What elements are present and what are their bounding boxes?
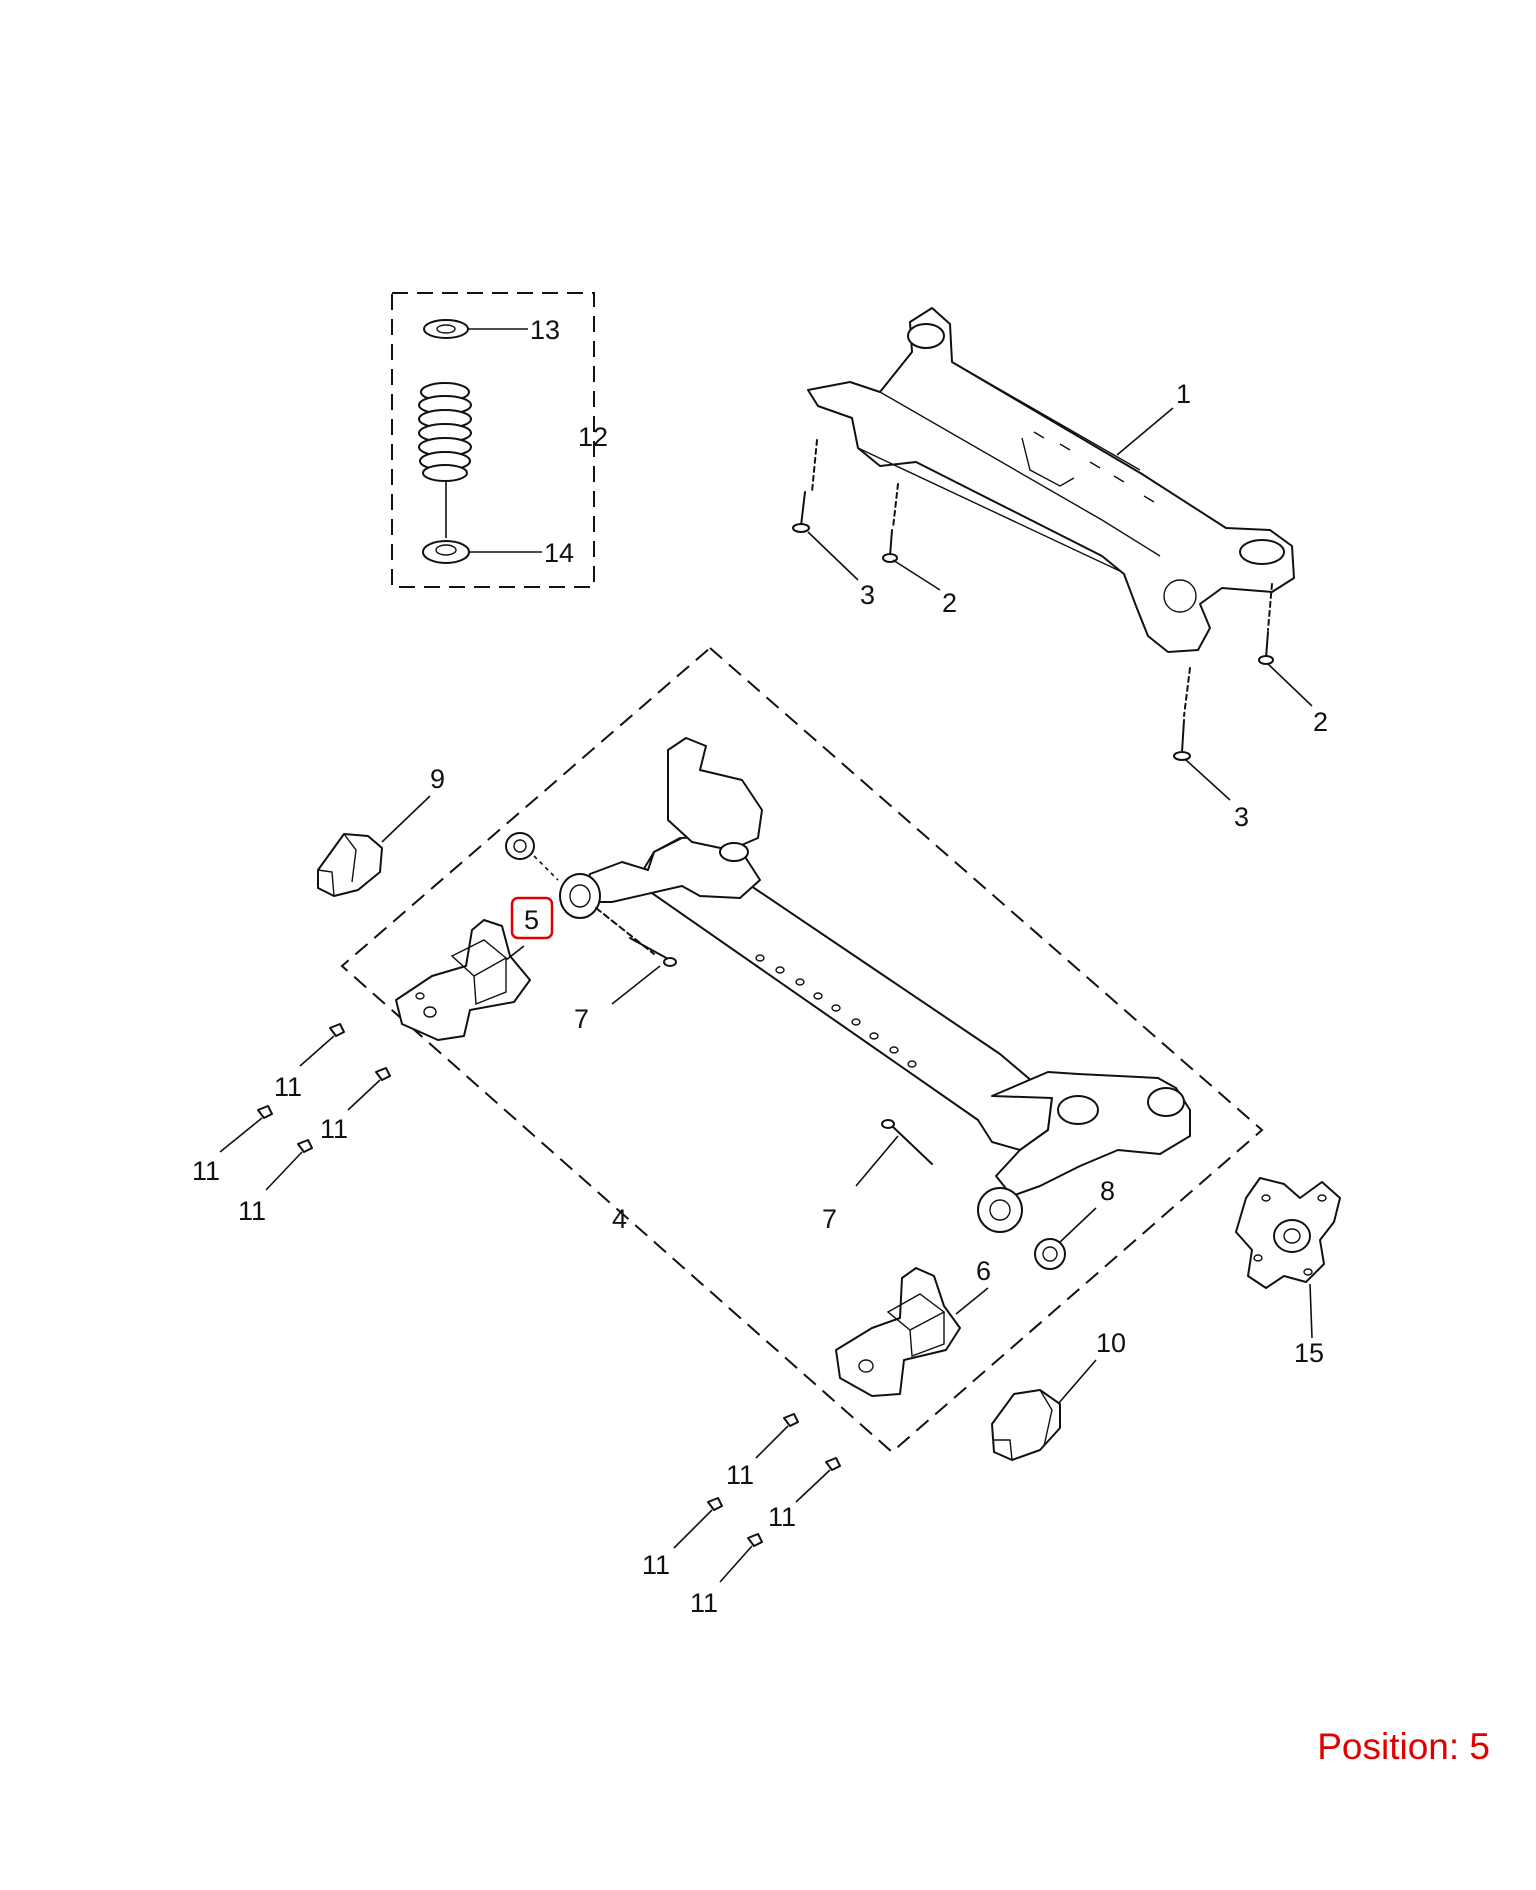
- callout-12[interactable]: 12: [578, 422, 608, 452]
- left-mounting-bracket: [395, 919, 531, 1041]
- mounting-bolts-right: [707, 1413, 841, 1547]
- bump-stop-right: [991, 1389, 1061, 1461]
- right-mounting-bracket: [835, 1267, 961, 1397]
- callout-6[interactable]: 6: [976, 1256, 991, 1286]
- callout-13[interactable]: 13: [530, 315, 560, 345]
- coil-spring: [418, 382, 472, 482]
- callout-11[interactable]: 11: [274, 1072, 302, 1102]
- callout-5[interactable]: 5: [524, 905, 539, 935]
- callout-11[interactable]: 11: [320, 1114, 348, 1144]
- callout-11[interactable]: 11: [690, 1588, 718, 1618]
- axle-beam-group: [340, 646, 1264, 1454]
- highlight-box: [510, 896, 554, 940]
- callout-4[interactable]: 4: [612, 1204, 627, 1234]
- callout-7[interactable]: 7: [574, 1004, 589, 1034]
- callout-11[interactable]: 11: [768, 1502, 796, 1532]
- callout-11[interactable]: 11: [642, 1550, 670, 1580]
- callout-10[interactable]: 10: [1096, 1328, 1126, 1358]
- callout-11[interactable]: 11: [238, 1196, 266, 1226]
- callout-11[interactable]: 11: [192, 1156, 220, 1186]
- position-label: Position: 5: [1317, 1726, 1490, 1767]
- callout-2[interactable]: 2: [1313, 707, 1328, 737]
- callout-3[interactable]: 3: [1234, 802, 1249, 832]
- callout-15[interactable]: 15: [1294, 1338, 1324, 1368]
- callout-3[interactable]: 3: [860, 580, 875, 610]
- callout-8[interactable]: 8: [1100, 1176, 1115, 1206]
- subframe-bolts: [792, 439, 1274, 761]
- mounting-bolts-left: [257, 1023, 391, 1153]
- bump-stop-left: [317, 833, 383, 897]
- callout-9[interactable]: 9: [430, 764, 445, 794]
- rear-subframe: [807, 307, 1295, 653]
- beam-holes: [755, 954, 917, 1068]
- wheel-hub: [1235, 1177, 1341, 1289]
- callout-2[interactable]: 2: [942, 588, 957, 618]
- callout-14[interactable]: 14: [544, 538, 574, 568]
- callout-1[interactable]: 1: [1176, 379, 1191, 409]
- callout-11[interactable]: 11: [726, 1460, 754, 1490]
- spring-kit-group: [391, 292, 595, 588]
- callout-7[interactable]: 7: [822, 1204, 837, 1234]
